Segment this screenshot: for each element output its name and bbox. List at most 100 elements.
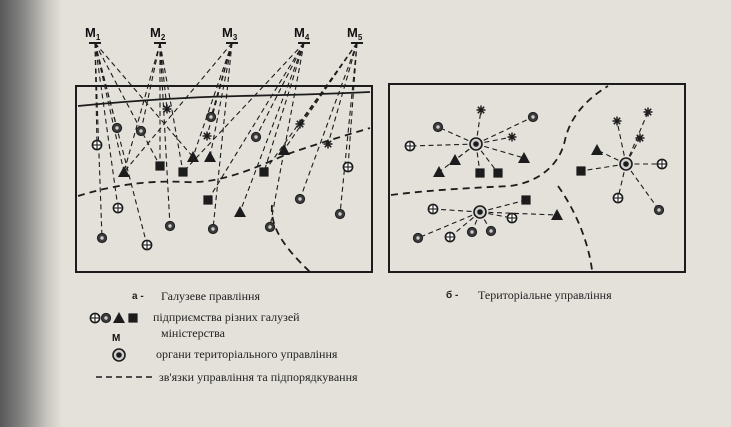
triangle-icon bbox=[234, 206, 246, 217]
legend-ministry-symbol: М bbox=[112, 333, 120, 344]
link-line bbox=[432, 208, 481, 213]
link-line bbox=[159, 42, 168, 110]
legend: підприємства різних галузей М міністерст… bbox=[89, 310, 358, 384]
circle-dot-icon bbox=[527, 111, 539, 123]
link-line bbox=[209, 42, 233, 158]
scan-shadow bbox=[0, 0, 62, 427]
ministry-label: М5 bbox=[347, 25, 363, 42]
circle-cross-icon bbox=[404, 140, 416, 152]
panel-b-marker: б - bbox=[446, 289, 458, 301]
square-icon bbox=[203, 195, 213, 205]
square-icon bbox=[259, 167, 269, 177]
circle-dot-icon bbox=[205, 111, 217, 123]
triangle-icon bbox=[591, 144, 603, 155]
link-line bbox=[123, 42, 161, 173]
circle-dot-icon bbox=[250, 131, 262, 143]
panel-b-region-boundaries bbox=[390, 85, 609, 271]
circle-dot-icon bbox=[111, 122, 123, 134]
panel-a-frame bbox=[75, 85, 373, 273]
legend-ministries: міністерства bbox=[161, 326, 226, 340]
circle-dot-icon bbox=[164, 220, 176, 232]
triangle-icon bbox=[449, 154, 461, 165]
circle-dot-icon bbox=[207, 223, 219, 235]
link-line bbox=[263, 42, 358, 173]
link-line bbox=[239, 42, 305, 213]
legend-enterprise-symbols bbox=[89, 312, 138, 324]
link-line bbox=[327, 42, 358, 145]
link-line bbox=[263, 42, 305, 173]
link-line bbox=[207, 42, 305, 201]
target-icon bbox=[112, 348, 126, 362]
link-line bbox=[479, 211, 558, 216]
circle-cross-icon bbox=[612, 192, 624, 204]
circle-cross-icon bbox=[112, 202, 124, 214]
panel-b-caption: Територіальне управління bbox=[478, 288, 612, 302]
target-icon bbox=[469, 137, 483, 151]
target-icon bbox=[619, 157, 633, 171]
triangle-icon bbox=[518, 152, 530, 163]
link-line bbox=[616, 120, 627, 165]
square-icon bbox=[521, 195, 531, 205]
link-line bbox=[479, 211, 513, 219]
link-line bbox=[140, 42, 161, 132]
circle-dot-icon bbox=[432, 121, 444, 133]
link-line bbox=[596, 149, 627, 165]
square-icon bbox=[493, 168, 503, 178]
diagram-nodes bbox=[91, 103, 668, 251]
square-icon bbox=[128, 313, 138, 323]
circle-dot-icon bbox=[100, 312, 112, 324]
panel-a-marker: а - bbox=[132, 291, 144, 302]
link-line bbox=[475, 143, 499, 174]
circle-cross-icon bbox=[656, 158, 668, 170]
link-line bbox=[479, 199, 527, 213]
ministry-label: М4 bbox=[294, 25, 310, 42]
circle-dot-icon bbox=[653, 204, 665, 216]
circle-cross-icon bbox=[427, 203, 439, 215]
square-icon bbox=[576, 166, 586, 176]
panel-a-region-boundaries bbox=[77, 127, 371, 273]
asterisk-icon bbox=[161, 103, 173, 115]
link-line bbox=[409, 143, 477, 147]
circle-cross-icon bbox=[342, 161, 354, 173]
link-line bbox=[449, 211, 481, 238]
link-line bbox=[617, 163, 627, 199]
square-icon bbox=[155, 161, 165, 171]
link-line bbox=[94, 42, 161, 167]
legend-enterprises: підприємства різних галузей bbox=[153, 310, 300, 324]
link-line bbox=[347, 42, 358, 168]
legend-links: зв'язки управління та підпорядкування bbox=[159, 370, 358, 384]
asterisk-icon bbox=[506, 131, 518, 143]
circle-dot-icon bbox=[334, 208, 346, 220]
link-line bbox=[417, 211, 481, 239]
panel-a-caption: Галузеве правління bbox=[161, 289, 260, 303]
link-line bbox=[94, 42, 119, 209]
circle-dot-icon bbox=[485, 225, 497, 237]
target-icon bbox=[473, 205, 487, 219]
link-line bbox=[123, 42, 233, 173]
circle-cross-icon bbox=[506, 212, 518, 224]
link-line bbox=[299, 42, 358, 200]
circle-cross-icon bbox=[444, 231, 456, 243]
link-line bbox=[475, 109, 482, 145]
link-line bbox=[255, 42, 305, 138]
asterisk-icon bbox=[294, 118, 306, 130]
square-icon bbox=[178, 167, 188, 177]
circle-cross-icon bbox=[89, 312, 101, 324]
asterisk-icon bbox=[634, 132, 646, 144]
link-line bbox=[212, 42, 233, 230]
circle-cross-icon bbox=[91, 139, 103, 151]
ministry-label: М1 bbox=[85, 25, 101, 42]
ministry-label: М2 bbox=[150, 25, 166, 42]
panel-a-top-boundary bbox=[77, 91, 371, 107]
triangle-icon bbox=[113, 312, 125, 323]
link-line bbox=[438, 143, 477, 173]
circle-dot-icon bbox=[135, 125, 147, 137]
circle-dot-icon bbox=[96, 232, 108, 244]
link-line bbox=[475, 143, 525, 159]
link-line bbox=[299, 42, 358, 125]
link-line bbox=[94, 42, 125, 173]
link-line bbox=[182, 42, 305, 173]
